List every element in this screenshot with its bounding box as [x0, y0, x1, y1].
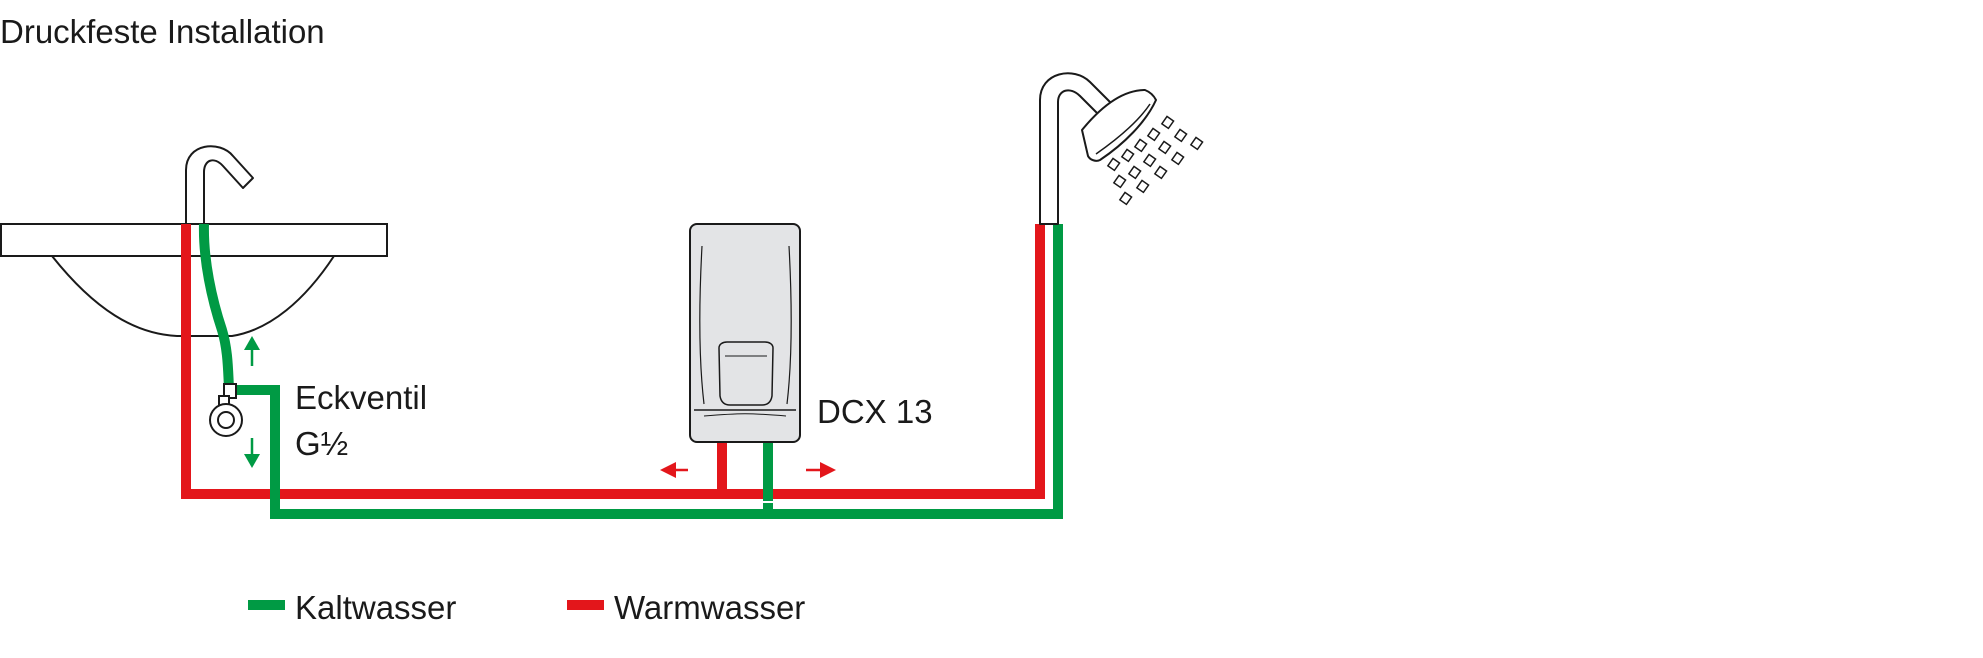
valve-arrow-up-icon [244, 336, 260, 366]
legend-swatch-hot [567, 600, 604, 610]
shower-icon [1039, 72, 1204, 225]
valve-label-line1: Eckventil [295, 379, 427, 416]
diagram-title: Druckfeste Installation [0, 13, 325, 50]
legend: Kaltwasser Warmwasser [248, 589, 805, 626]
cold-pipe-hose [198, 223, 234, 389]
heater-icon [689, 223, 801, 443]
hot-water-pipes [181, 224, 1045, 499]
cold-pipe-main [232, 224, 1063, 519]
heater-label: DCX 13 [817, 393, 933, 430]
valve-label-line2: G½ [295, 425, 348, 462]
angle-valve-icon [209, 383, 243, 437]
hot-pipe-main [181, 224, 1045, 499]
sink-icon [0, 223, 388, 337]
hot-arrow-right-icon [806, 462, 836, 478]
legend-label-cold: Kaltwasser [295, 589, 456, 626]
legend-label-hot: Warmwasser [614, 589, 805, 626]
legend-swatch-cold [248, 600, 285, 610]
valve-arrow-down-icon [244, 438, 260, 468]
faucet-icon [185, 145, 254, 225]
cold-water-pipes [198, 223, 1063, 519]
pipe-gap-lines [281, 224, 1052, 505]
hot-arrow-left-icon [660, 462, 688, 478]
